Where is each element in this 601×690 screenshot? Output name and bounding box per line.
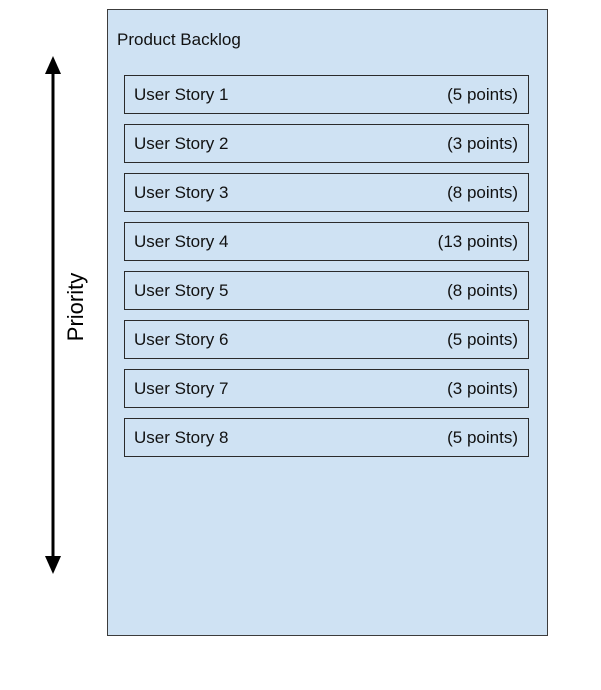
story-points: (5 points) bbox=[447, 84, 518, 104]
backlog-title: Product Backlog bbox=[117, 30, 241, 49]
story-points: (5 points) bbox=[447, 329, 518, 349]
story-points: (8 points) bbox=[447, 182, 518, 202]
story-name: User Story 2 bbox=[134, 133, 229, 153]
story-item: User Story 7 (3 points) bbox=[124, 369, 529, 408]
story-item: User Story 1 (5 points) bbox=[124, 75, 529, 114]
story-item: User Story 8 (5 points) bbox=[124, 418, 529, 457]
product-backlog-panel: Product Backlog User Story 1 (5 points) … bbox=[107, 9, 548, 636]
story-points: (3 points) bbox=[447, 378, 518, 398]
story-item: User Story 3 (8 points) bbox=[124, 173, 529, 212]
story-item: User Story 6 (5 points) bbox=[124, 320, 529, 359]
story-points: (13 points) bbox=[437, 231, 518, 251]
story-name: User Story 8 bbox=[134, 427, 229, 447]
story-item: User Story 2 (3 points) bbox=[124, 124, 529, 163]
story-item: User Story 5 (8 points) bbox=[124, 271, 529, 310]
story-points: (5 points) bbox=[447, 427, 518, 447]
story-name: User Story 1 bbox=[134, 84, 229, 104]
story-points: (3 points) bbox=[447, 133, 518, 153]
story-points: (8 points) bbox=[447, 280, 518, 300]
story-name: User Story 3 bbox=[134, 182, 229, 202]
story-name: User Story 7 bbox=[134, 378, 229, 398]
priority-axis bbox=[38, 56, 68, 574]
priority-label: Priority bbox=[63, 272, 88, 342]
story-name: User Story 6 bbox=[134, 329, 229, 349]
story-name: User Story 5 bbox=[134, 280, 229, 300]
story-name: User Story 4 bbox=[134, 231, 229, 251]
story-item: User Story 4 (13 points) bbox=[124, 222, 529, 261]
double-headed-arrow-icon bbox=[45, 56, 61, 574]
story-list: User Story 1 (5 points) User Story 2 (3 … bbox=[124, 75, 529, 457]
